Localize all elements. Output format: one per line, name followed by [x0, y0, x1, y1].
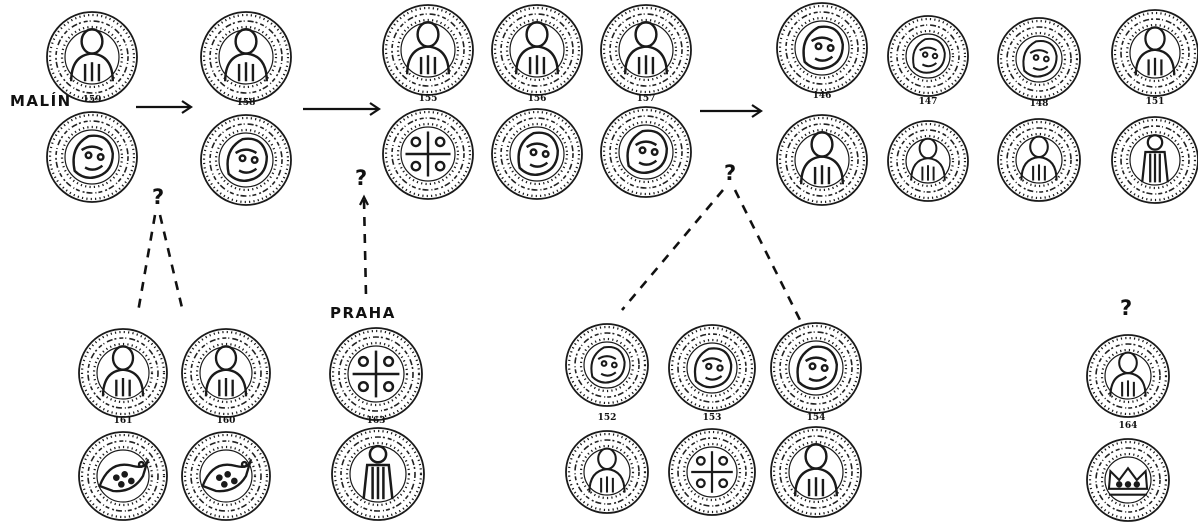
coin-161: 161: [78, 328, 168, 521]
coin-obverse: [997, 17, 1081, 101]
catalogue-number: 163: [367, 416, 386, 426]
coin-obverse: [776, 2, 868, 94]
arrow-159-to-158: [136, 100, 193, 114]
catalogue-number: 151: [1146, 97, 1165, 107]
coin-152: 152: [565, 323, 649, 514]
coin-obverse: [600, 4, 692, 96]
coin-reverse: [1111, 116, 1198, 204]
coin-reverse: [668, 428, 756, 516]
coin-obverse: [887, 15, 969, 97]
arrow-157-to-146: [700, 104, 763, 118]
place-label-malin: MALÍN: [10, 91, 72, 110]
coin-148: 148: [997, 17, 1081, 202]
coin-153: 153: [668, 324, 756, 516]
coin-reverse: [565, 430, 649, 514]
catalogue-number: 154: [807, 413, 826, 423]
coin-reverse: [1086, 438, 1170, 522]
coin-reverse: [600, 106, 692, 198]
coin-obverse: [565, 323, 649, 407]
question-mark: ?: [724, 161, 736, 185]
coin-reverse: [997, 118, 1081, 202]
coin-obverse: [1086, 334, 1170, 418]
catalogue-number: 152: [598, 413, 617, 423]
uncertain-link-160-161: ?: [136, 185, 185, 313]
coin-obverse: [491, 4, 583, 96]
cross-motif-icon: [404, 130, 452, 178]
coin-158: 158: [200, 11, 292, 206]
catalogue-number: 147: [919, 97, 938, 107]
coin-layer: 159 158 155 156 157 146 147 148 151 161 160 163 152 1…: [46, 2, 1198, 522]
coin-reverse: [887, 120, 969, 202]
coin-reverse: [200, 114, 292, 206]
coin-obverse: [770, 322, 862, 414]
cross-motif-icon: [351, 349, 401, 399]
coin-163: 163: [329, 327, 425, 521]
coin-reverse: [770, 426, 862, 518]
coin-reverse: [181, 431, 271, 521]
coin-obverse: [200, 11, 292, 103]
catalogue-number: 155: [419, 94, 438, 104]
coin-obverse: [668, 324, 756, 412]
catalogue-number: 161: [114, 416, 133, 426]
question-mark: ?: [355, 166, 367, 190]
coin-obverse: [181, 328, 271, 418]
place-label-praha: PRAHA: [330, 304, 396, 322]
coin-reverse: [46, 111, 138, 203]
uncertain-link-152-154: ?: [621, 161, 802, 321]
arrow-158-to-155: [303, 102, 381, 116]
coin-160: 160: [181, 328, 271, 521]
connector-layer: ? ? ? ? MALÍN PRAHA: [10, 91, 1132, 322]
coin-157: 157: [600, 4, 692, 198]
coin-154: 154: [770, 322, 862, 518]
coin-obverse: [1111, 9, 1198, 97]
catalogue-number: 158: [237, 98, 256, 108]
coin-reverse: [78, 431, 168, 521]
coin-159: 159: [46, 11, 138, 203]
coin-164: 164: [1086, 334, 1170, 522]
catalogue-number: 153: [703, 413, 722, 423]
coin-155: 155: [382, 4, 474, 200]
catalogue-number: 159: [83, 95, 102, 105]
catalogue-number: 157: [637, 94, 656, 104]
catalogue-number: 148: [1030, 99, 1049, 109]
coin-147: 147: [887, 15, 969, 202]
catalogue-number: 160: [217, 416, 236, 426]
coin-reverse: [491, 108, 583, 200]
question-mark-164: ?: [1120, 296, 1132, 320]
coin-reverse: [776, 114, 868, 206]
coin-reverse: [382, 108, 474, 200]
coin-obverse: [329, 327, 423, 421]
cross-motif-icon: [690, 450, 734, 494]
coin-146: 146: [776, 2, 868, 206]
catalogue-number: 146: [813, 91, 832, 101]
uncertain-link-praha: ?: [355, 166, 369, 297]
catalogue-number: 164: [1119, 421, 1138, 431]
question-mark: ?: [152, 185, 164, 209]
coin-156: 156: [491, 4, 583, 200]
coin-obverse: [382, 4, 474, 96]
coin-reverse: [331, 427, 425, 521]
catalogue-number: 156: [528, 94, 547, 104]
coin-obverse: [78, 328, 168, 418]
coin-obverse: [46, 11, 138, 103]
coin-151: 151: [1111, 9, 1198, 204]
